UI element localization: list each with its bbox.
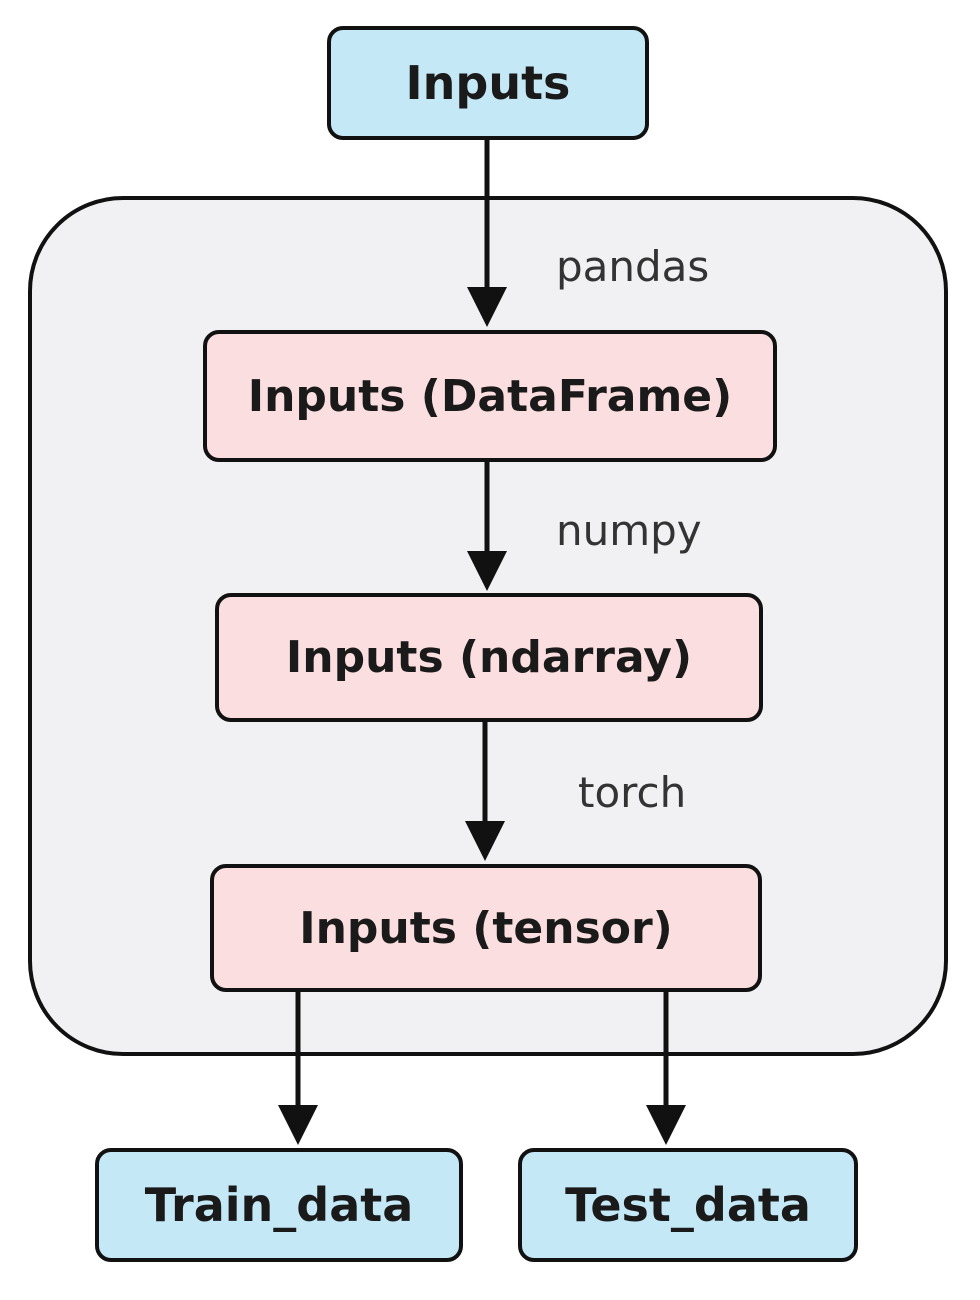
inputs-node: Inputs — [327, 26, 649, 140]
train-data-node-label: Train_data — [144, 1178, 414, 1232]
tensor-node-label: Inputs (tensor) — [299, 902, 673, 954]
pandas-label: pandas — [556, 242, 710, 291]
train-data-node: Train_data — [95, 1148, 463, 1262]
test-data-node: Test_data — [518, 1148, 858, 1262]
tensor-node: Inputs (tensor) — [210, 864, 762, 992]
dataframe-node-label: Inputs (DataFrame) — [247, 370, 733, 422]
test-data-node-label: Test_data — [565, 1178, 811, 1232]
torch-label: torch — [578, 768, 687, 817]
ndarray-node: Inputs (ndarray) — [215, 593, 763, 722]
dataframe-node: Inputs (DataFrame) — [203, 330, 777, 462]
numpy-label: numpy — [556, 506, 702, 555]
ndarray-node-label: Inputs (ndarray) — [285, 632, 693, 683]
inputs-node-label: Inputs — [405, 56, 571, 110]
